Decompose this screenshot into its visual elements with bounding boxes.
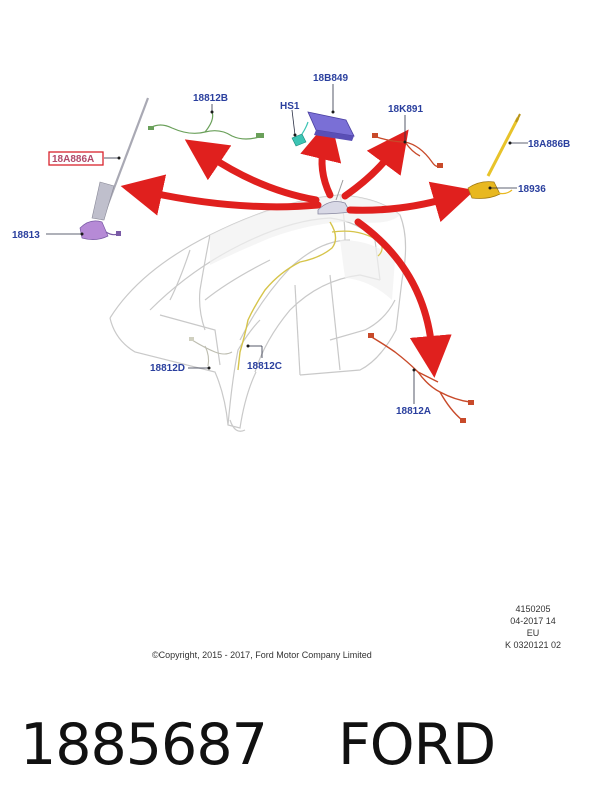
drawing-reference: 4150205 04-2017 14 EU K 0320121 02 xyxy=(488,603,578,651)
antenna-base-18813 xyxy=(79,220,121,240)
meta-region: EU xyxy=(526,628,540,638)
module-18B849 xyxy=(307,111,355,141)
meta-code: K 0320121 02 xyxy=(504,640,562,650)
copyright-notice: ©Copyright, 2015 - 2017, Ford Motor Comp… xyxy=(152,650,372,660)
part-caption: 1885687 FORD xyxy=(20,705,496,785)
highlight-box-18A886A xyxy=(48,151,104,166)
callout-18K891[interactable]: 18K891 xyxy=(388,104,423,115)
callout-18813[interactable]: 18813 xyxy=(12,230,40,241)
harness-18812A xyxy=(368,333,474,423)
meta-drawing-number: 4150205 xyxy=(515,604,551,614)
antenna-18A886B xyxy=(486,113,521,177)
harness-18K891 xyxy=(372,133,443,168)
antenna-base-18936 xyxy=(467,181,513,199)
leader-lines xyxy=(46,84,528,404)
antenna-18A886A xyxy=(91,97,150,221)
callout-18812C[interactable]: 18812C xyxy=(247,361,282,372)
harness-18812D xyxy=(189,337,233,367)
connector-HS1 xyxy=(291,121,309,147)
harness-18812B xyxy=(148,111,264,140)
callout-18812B[interactable]: 18812B xyxy=(193,93,228,104)
parts-diagram: 18812B 18B849 HS1 18K891 18A886B 18A886A… xyxy=(12,73,570,432)
callout-18936[interactable]: 18936 xyxy=(518,184,546,195)
part-number: 1885687 xyxy=(20,712,268,778)
brand-name: FORD xyxy=(337,712,496,778)
red-arrows xyxy=(120,117,475,378)
callout-18812D[interactable]: 18812D xyxy=(150,363,185,374)
roof-antenna xyxy=(317,179,351,215)
callout-18B849[interactable]: 18B849 xyxy=(313,73,348,84)
callout-18A886B[interactable]: 18A886B xyxy=(528,139,570,150)
callout-18A886A[interactable]: 18A886A xyxy=(52,154,94,165)
callout-HS1[interactable]: HS1 xyxy=(280,101,300,112)
harness-18812C-roof xyxy=(237,221,337,371)
meta-date: 04-2017 14 xyxy=(510,616,556,626)
callout-18812A[interactable]: 18812A xyxy=(396,406,431,417)
